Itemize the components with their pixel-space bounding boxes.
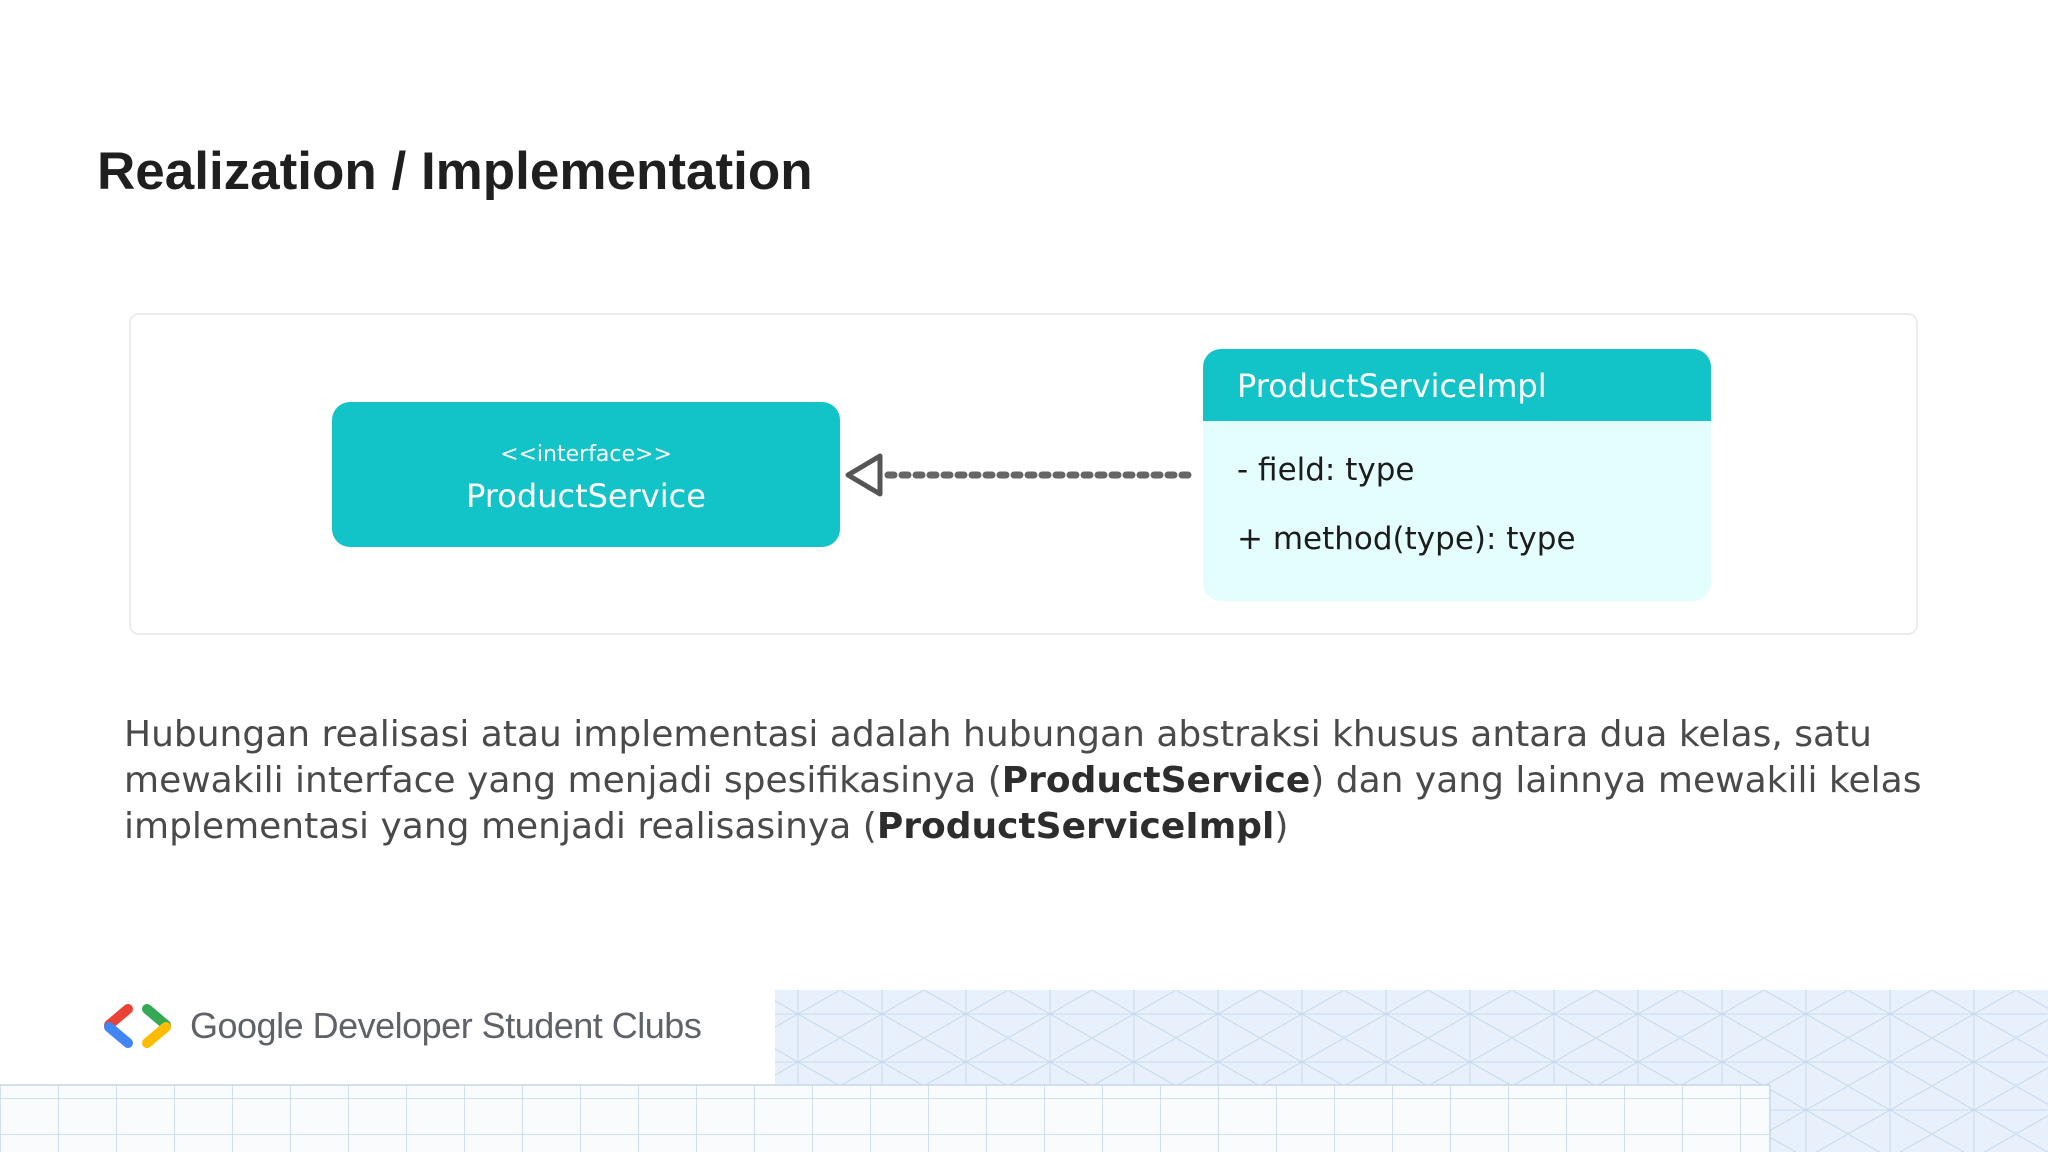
square-grid-lines xyxy=(0,1085,1770,1152)
description-text-2: ) dan yang lainnya mewakili kelas implem… xyxy=(124,760,1922,847)
description-text-3: ) xyxy=(1274,806,1289,847)
description-bold-interface: ProductService xyxy=(1001,760,1311,801)
interface-box: <<interface>> ProductService xyxy=(332,402,840,547)
description-paragraph: Hubungan realisasi atau implementasi ada… xyxy=(124,712,1964,850)
interface-name: ProductService xyxy=(466,477,706,515)
brand-name: Google Developer Student Clubs xyxy=(190,1005,702,1046)
footer-brand: Google Developer Student Clubs xyxy=(100,1003,702,1049)
interface-stereotype: <<interface>> xyxy=(500,442,672,467)
class-box: ProductServiceImpl - field: type + metho… xyxy=(1203,349,1711,601)
decorative-grid-background xyxy=(0,990,2048,1152)
class-name: ProductServiceImpl xyxy=(1203,349,1711,421)
gdsc-logo-icon xyxy=(104,1004,171,1048)
description-text-1: Hubungan realisasi atau implementasi ada… xyxy=(124,714,1872,801)
description-bold-impl: ProductServiceImpl xyxy=(876,806,1275,847)
realization-arrow xyxy=(845,453,1200,497)
class-method: + method(type): type xyxy=(1237,521,1576,557)
hollow-triangle-icon xyxy=(845,453,883,497)
class-field: - field: type xyxy=(1237,452,1415,488)
slide-title: Realization / Implementation xyxy=(97,142,813,201)
